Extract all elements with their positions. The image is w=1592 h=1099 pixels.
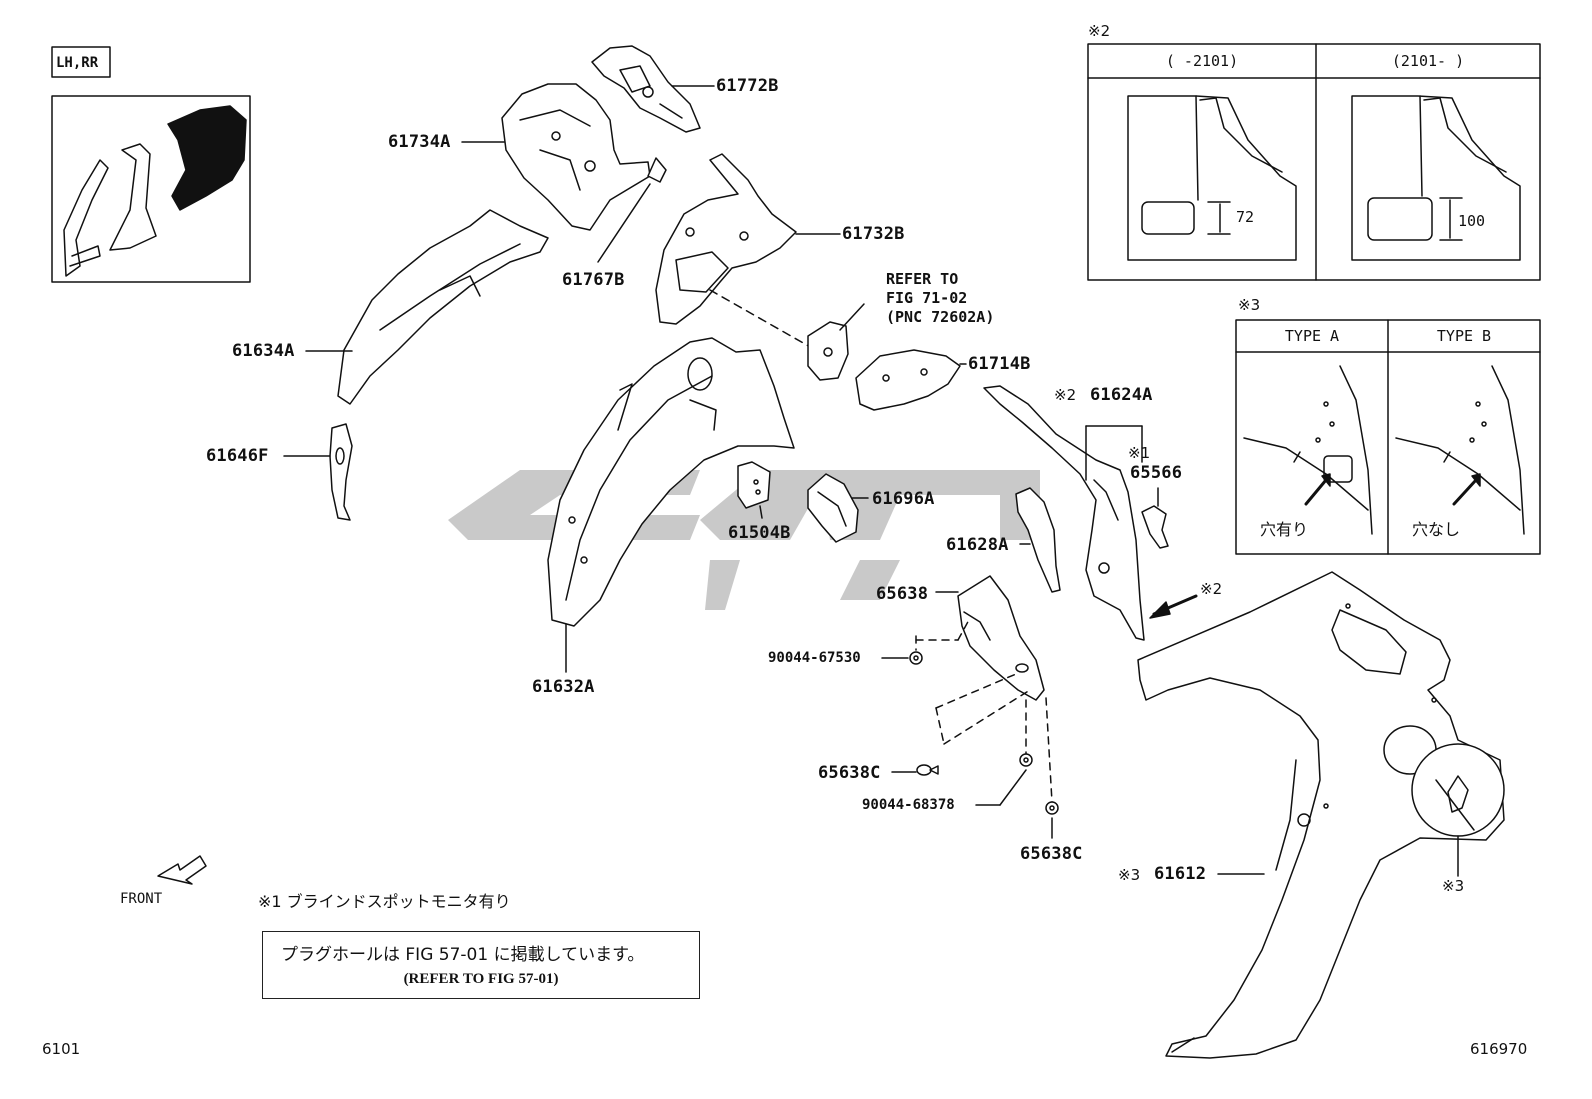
footnote-1: ※1 ブラインドスポットモニタ有り (258, 892, 511, 911)
plug-hole-note-box: プラグホールは FIG 57-01 に掲載しています。 (REFER TO FI… (262, 931, 700, 999)
label-65566[interactable]: 65566 (1130, 463, 1183, 483)
label-note1-marker: ※1 (1128, 444, 1151, 462)
refer-line-3: (PNC 72602A) (886, 308, 995, 326)
leader-dashed-1 (709, 289, 813, 349)
circle-note3-label: ※3 (1442, 877, 1465, 895)
page-code-left: 6101 (42, 1040, 81, 1058)
label-65638c-1[interactable]: 65638C (818, 763, 881, 783)
part-65566 (1141, 487, 1169, 549)
lh-rr-label: LH,RR (56, 55, 99, 71)
note2-dim-72: 72 (1236, 208, 1255, 226)
label-65638[interactable]: 65638 (876, 584, 929, 604)
part-61767b (597, 157, 667, 263)
part-61732b (655, 153, 841, 325)
vehicle-thumbnail (51, 95, 251, 283)
note2-dim-100: 100 (1458, 212, 1486, 230)
label-61634a[interactable]: 61634A (232, 341, 295, 361)
label-61734a[interactable]: 61734A (388, 132, 451, 152)
lh-rr-box (51, 46, 111, 78)
label-65638c-2[interactable]: 65638C (1020, 844, 1083, 864)
label-61624a[interactable]: 61624A (1090, 385, 1153, 405)
clip-65638c-2 (1045, 801, 1059, 839)
note-box-line-1: プラグホールは FIG 57-01 に掲載しています。 (281, 945, 645, 965)
note2-panel (1087, 43, 1541, 281)
nut-90044-68378 (975, 753, 1033, 806)
label-61646f[interactable]: 61646F (206, 446, 269, 466)
page-code-right: 616970 (1470, 1040, 1528, 1058)
label-61504b[interactable]: 61504B (728, 523, 791, 543)
dashed-leaders-65638 (915, 617, 1053, 803)
label-90044-68378[interactable]: 90044-68378 (862, 797, 955, 813)
note3-hole-no: 穴なし (1412, 520, 1461, 539)
part-61504b (737, 461, 771, 519)
part-61624a (983, 385, 1145, 641)
label-61767b[interactable]: 61767B (562, 270, 625, 290)
note3-hole-yes: 穴有り (1260, 520, 1309, 539)
label-61624a-note: ※2 (1054, 386, 1077, 404)
nut-90044-67530 (881, 651, 923, 665)
label-61612[interactable]: 61612 (1154, 864, 1207, 884)
label-90044-67530[interactable]: 90044-67530 (768, 650, 861, 666)
arrow-note2-label: ※2 (1200, 580, 1223, 598)
note2-arrow (1149, 594, 1198, 619)
note3-type-a: TYPE A (1284, 327, 1340, 345)
part-65638 (935, 575, 1045, 701)
part-61628a (1015, 487, 1061, 593)
part-61634a (305, 209, 549, 405)
label-61696a[interactable]: 61696A (872, 489, 935, 509)
front-arrow-icon (157, 855, 207, 885)
part-72602a-bracket (807, 303, 865, 381)
part-61772b (591, 45, 715, 133)
note3-marker: ※3 (1238, 296, 1261, 314)
part-61612 (1137, 571, 1505, 1059)
part-61734a (461, 83, 651, 231)
clip-65638c-1 (891, 764, 939, 776)
label-61612-note: ※3 (1118, 866, 1141, 884)
part-61696a (807, 473, 869, 543)
note2-col1-header: ( -2101) (1165, 52, 1239, 70)
refer-fig-71-02[interactable]: REFER TO FIG 71-02 (PNC 72602A) (886, 270, 994, 327)
label-61732b[interactable]: 61732B (842, 224, 905, 244)
note2-marker: ※2 (1088, 22, 1111, 40)
label-61632a[interactable]: 61632A (532, 677, 595, 697)
note-box-line-2[interactable]: (REFER TO FIG 57-01) (403, 971, 559, 987)
label-61714b[interactable]: 61714B (968, 354, 1031, 374)
note3-type-b: TYPE B (1436, 327, 1492, 345)
front-label: FRONT (120, 891, 163, 907)
part-61646f (283, 423, 353, 521)
label-61628a[interactable]: 61628A (946, 535, 1009, 555)
part-61714b (855, 349, 967, 411)
note3-panel (1235, 319, 1541, 555)
refer-line-1: REFER TO (886, 270, 959, 288)
note2-col2-header: (2101- ) (1391, 52, 1465, 70)
refer-line-2: FIG 71-02 (886, 289, 968, 307)
label-61772b[interactable]: 61772B (716, 76, 779, 96)
part-61632a (547, 337, 795, 673)
